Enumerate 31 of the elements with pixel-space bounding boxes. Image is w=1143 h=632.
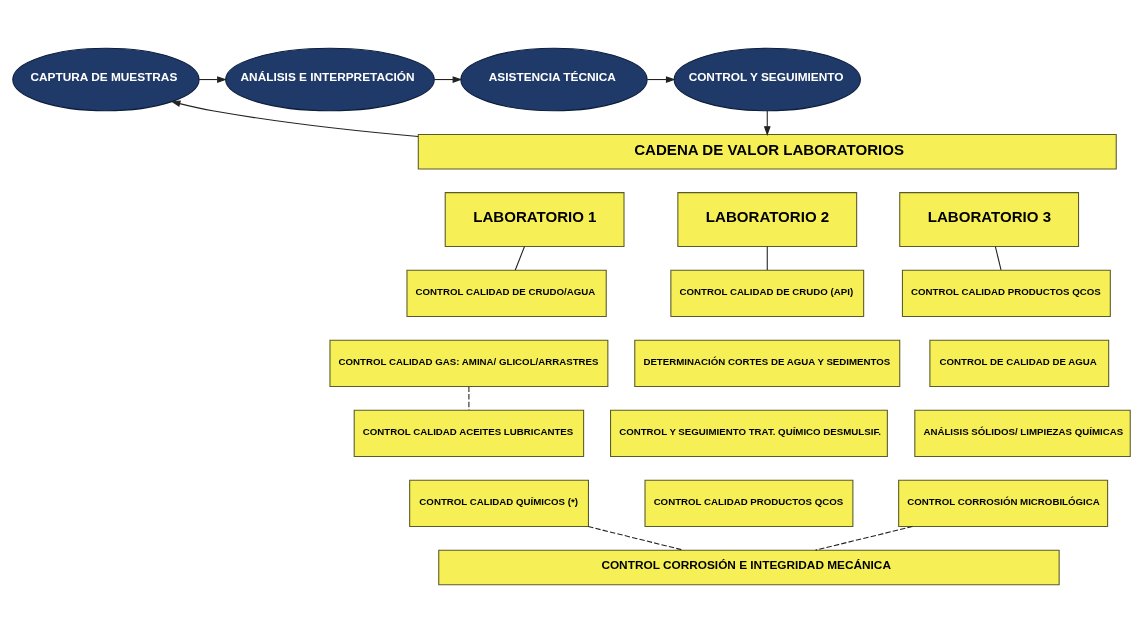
node-box: LABORATORIO 2 (677, 191, 858, 247)
arrow (198, 75, 227, 83)
node-box: CONTROL CALIDAD PRODUCTOS QCOS (901, 269, 1111, 317)
node-ellipse: CAPTURA DE MUESTRAS (12, 47, 200, 111)
node-box: DETERMINACIÓN CORTES DE AGUA Y SEDIMENTOS (634, 339, 901, 387)
connector (815, 525, 913, 551)
node-ellipse: ANÁLISIS E INTERPRETACIÓN (225, 47, 435, 111)
connector (587, 525, 684, 551)
connector (514, 245, 526, 271)
arrow (434, 75, 463, 83)
node-box: CONTROL Y SEGUIMIENTO TRAT. QUÍMICO DESMULSIF. (610, 409, 888, 457)
node-box: CONTROL CALIDAD QUÍMICOS (*) (409, 479, 589, 527)
node-box: CONTROL CALIDAD DE CRUDO (API) (670, 269, 865, 317)
node-box: CONTROL CORROSIÓN MICROBILÓGICA (898, 479, 1109, 527)
node-box: CONTROL CALIDAD DE CRUDO/AGUA (406, 269, 607, 317)
node-box: CADENA DE VALOR LABORATORIOS (417, 133, 1117, 169)
node-ellipse: CONTROL Y SEGUIMIENTO (673, 47, 861, 111)
node-ellipse: ASISTENCIA TÉCNICA (460, 47, 648, 111)
node-box: CONTROL DE CALIDAD DE AGUA (929, 339, 1110, 387)
node-box: CONTROL CALIDAD ACEITES LUBRICANTES (353, 409, 585, 457)
connector (994, 245, 1002, 271)
node-box: CONTROL CALIDAD PRODUCTOS QCOS (644, 479, 854, 527)
arrow (646, 75, 676, 83)
node-box: CONTROL CORROSIÓN E INTEGRIDAD MECÁNICA (438, 549, 1060, 585)
arrow (170, 99, 419, 137)
node-box: LABORATORIO 3 (899, 191, 1080, 247)
node-box: ANÁLISIS SÓLIDOS/ LIMPIEZAS QUÍMICAS (914, 409, 1131, 457)
node-box: LABORATORIO 1 (444, 191, 625, 247)
connector (766, 245, 768, 271)
node-box: CONTROL CALIDAD GAS: AMINA/ GLICOL/ARRASTRES (329, 339, 609, 387)
connector (468, 385, 470, 410)
